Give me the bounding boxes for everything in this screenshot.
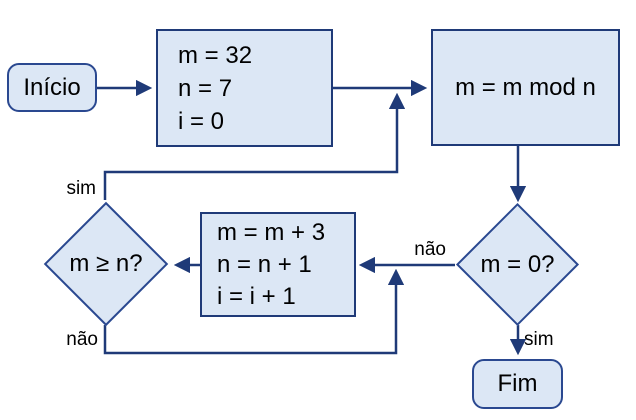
decision-m-ge-n: m ≥ n? bbox=[43, 202, 169, 326]
node-end-label: Fim bbox=[497, 370, 538, 397]
edge-mn-nao-loop bbox=[103, 268, 405, 355]
node-end: Fim bbox=[472, 359, 563, 409]
init-line-i: i = 0 bbox=[178, 107, 225, 135]
node-start: Início bbox=[7, 63, 97, 112]
inc-line-i: i = i + 1 bbox=[217, 282, 296, 310]
node-init-variables: m = 32 n = 7 i = 0 bbox=[156, 29, 333, 147]
edge-label-mn-sim: sim bbox=[66, 178, 96, 199]
decision-m-equals-0: m = 0? bbox=[454, 203, 581, 327]
edge-label-m0-sim: sim bbox=[524, 329, 554, 350]
inc-line-n: n = n + 1 bbox=[217, 250, 312, 278]
node-mod-label: m = m mod n bbox=[455, 73, 596, 101]
node-start-label: Início bbox=[23, 73, 81, 101]
edge-label-mn-nao: não bbox=[66, 329, 98, 350]
init-line-n: n = 7 bbox=[178, 74, 233, 102]
inc-line-m: m = m + 3 bbox=[217, 218, 326, 246]
node-increment: m = m + 3 n = n + 1 i = i + 1 bbox=[200, 212, 356, 317]
init-line-m: m = 32 bbox=[178, 41, 253, 69]
node-mod-operation: m = m mod n bbox=[431, 29, 620, 146]
edge-mn-sim-loop bbox=[103, 92, 406, 200]
decision-m0-label: m = 0? bbox=[480, 251, 555, 278]
decision-mn-label: m ≥ n? bbox=[69, 250, 143, 277]
edge-label-m0-nao: não bbox=[414, 239, 446, 260]
